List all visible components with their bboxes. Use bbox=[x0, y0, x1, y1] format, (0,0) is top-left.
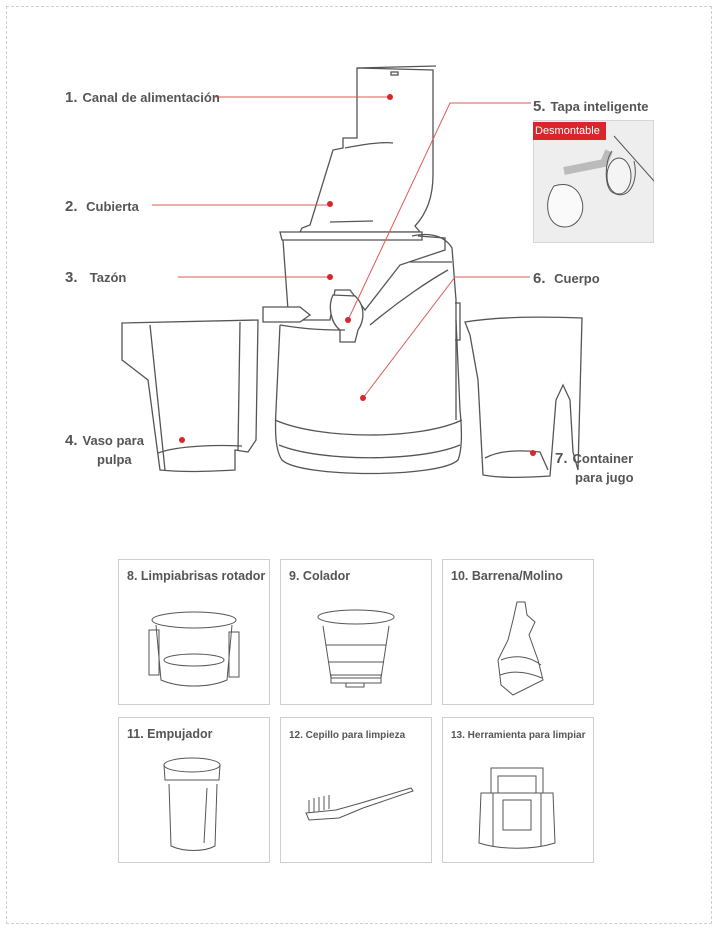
label-body: 6. Cuerpo bbox=[533, 270, 600, 287]
accessory-title: 10. Barrena/Molino bbox=[451, 569, 563, 583]
cleaning-tool-illustration bbox=[478, 767, 556, 849]
label-cover: 2. Cubierta bbox=[65, 198, 139, 215]
accessory-cleaning-brush: 12. Cepillo para limpieza bbox=[280, 717, 432, 863]
label-smart-cap: 5.Tapa inteligente bbox=[533, 98, 649, 115]
accessory-strainer: 9. Colador bbox=[280, 559, 432, 705]
accessory-title: 11. Empujador bbox=[127, 727, 213, 741]
dashed-frame bbox=[6, 6, 712, 924]
accessory-title: 9. Colador bbox=[289, 569, 351, 583]
accessory-title: 12. Cepillo para limpieza bbox=[289, 730, 406, 741]
smart-cap-inset-image bbox=[533, 120, 655, 243]
accessory-title: 13. Herramienta para limpiar bbox=[451, 730, 586, 741]
accessory-title: 8. Limpiabrisas rotador bbox=[127, 569, 266, 583]
label-bowl: 3. Tazón bbox=[65, 269, 127, 286]
callout-lines bbox=[152, 96, 531, 399]
strainer-illustration bbox=[317, 609, 395, 688]
callout-dots bbox=[179, 94, 536, 456]
juicer-outline bbox=[121, 65, 583, 479]
rotating-wiper-illustration bbox=[148, 611, 240, 687]
detachable-badge: Desmontable bbox=[533, 122, 606, 140]
accessory-auger: 10. Barrena/Molino bbox=[442, 559, 594, 705]
label-feed-chute: 1.Canal de alimentación bbox=[65, 89, 220, 106]
juicer-illustration bbox=[121, 65, 583, 479]
pusher-illustration bbox=[163, 757, 221, 851]
auger-illustration bbox=[497, 601, 544, 696]
cleaning-brush-illustration bbox=[305, 787, 414, 821]
accessory-cleaning-tool: 13. Herramienta para limpiar bbox=[442, 717, 594, 863]
smart-cap-illustration bbox=[547, 135, 655, 228]
accessory-rotating-wiper: 8. Limpiabrisas rotador bbox=[118, 559, 270, 705]
accessory-pusher: 11. Empujador bbox=[118, 717, 270, 863]
